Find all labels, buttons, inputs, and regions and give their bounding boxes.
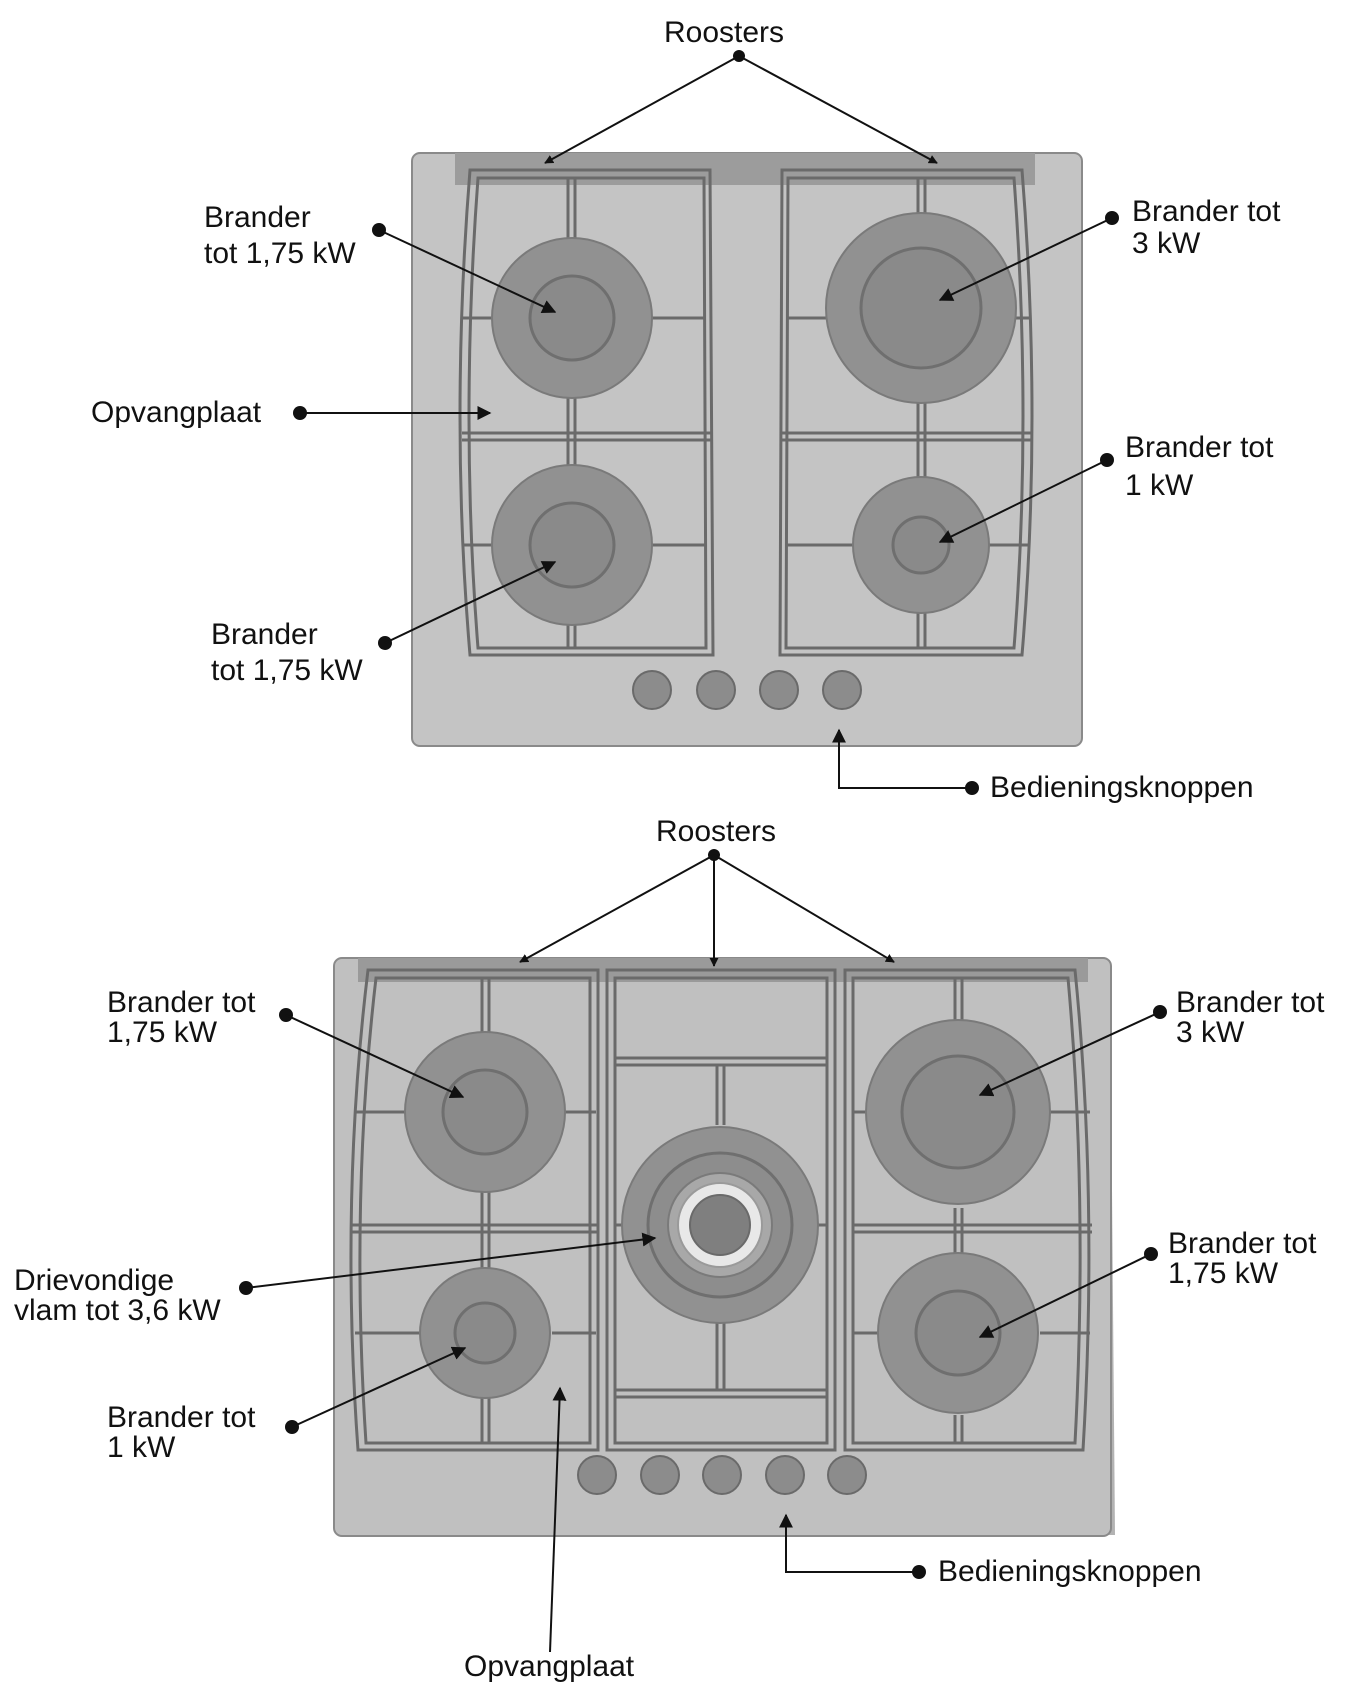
label-line: Brander tot: [1125, 433, 1273, 463]
knob[interactable]: [823, 671, 861, 709]
hob-4-burner: [293, 50, 1119, 795]
knob[interactable]: [703, 1456, 741, 1494]
label-line: 1,75 kW: [107, 1018, 255, 1048]
label-line: Brander: [204, 203, 356, 233]
knob[interactable]: [697, 671, 735, 709]
label-line: 3 kW: [1176, 1018, 1324, 1048]
label-line: 1,75 kW: [1168, 1259, 1316, 1289]
label-line: Brander: [211, 620, 363, 650]
hob-4-label-burner-bottom-left: Brander tot 1,75 kW: [211, 620, 363, 686]
hob-5-label-burner-bottom-right: Brander tot 1,75 kW: [1168, 1229, 1316, 1289]
hob-5-burner-bottom-right: [878, 1253, 1038, 1413]
label-line: Brander tot: [1132, 197, 1280, 227]
label-line: 3 kW: [1132, 229, 1280, 259]
hob-4-label-drip-tray: Opvangplaat: [91, 398, 261, 428]
hob-5-label-control-knobs: Bedieningsknoppen: [938, 1557, 1202, 1587]
hob-4-burner-top-right: [826, 213, 1016, 403]
label-line: Brander tot: [107, 1403, 255, 1433]
hob-5-label-burner-top-left: Brander tot 1,75 kW: [107, 988, 255, 1048]
hob-5-label-grates: Roosters: [656, 817, 776, 847]
label-line: 1 kW: [1125, 471, 1273, 501]
hob-5-burner-top-left: [405, 1032, 565, 1192]
label-line: Brander tot: [1168, 1229, 1316, 1259]
hob-5-burner: [239, 849, 1167, 1652]
label-line: vlam tot 3,6 kW: [14, 1296, 221, 1326]
label-line: Brander tot: [1176, 988, 1324, 1018]
hob-4-burner-bottom-left: [492, 465, 652, 625]
knob[interactable]: [760, 671, 798, 709]
hob-4-burner-bottom-right: [853, 477, 989, 613]
label-line: tot 1,75 kW: [211, 656, 363, 686]
hob-4-label-burner-top-left: Brander tot 1,75 kW: [204, 203, 356, 269]
knob[interactable]: [766, 1456, 804, 1494]
hob-5-label-burner-top-right: Brander tot 3 kW: [1176, 988, 1324, 1048]
knob[interactable]: [633, 671, 671, 709]
hob-5-burner-bottom-left: [420, 1268, 550, 1398]
hob-5-label-triple-flame: Drievondige vlam tot 3,6 kW: [14, 1266, 221, 1326]
hob-4-label-burner-bottom-right: Brander tot 1 kW: [1125, 433, 1273, 501]
label-line: 1 kW: [107, 1433, 255, 1463]
hob-4-label-burner-top-right: Brander tot 3 kW: [1132, 197, 1280, 259]
hob-4-label-control-knobs: Bedieningsknoppen: [990, 773, 1254, 803]
hob-5-label-burner-bottom-left: Brander tot 1 kW: [107, 1403, 255, 1463]
label-line: tot 1,75 kW: [204, 239, 356, 269]
knob[interactable]: [578, 1456, 616, 1494]
label-line: Brander tot: [107, 988, 255, 1018]
hob-5-burner-top-right: [866, 1020, 1050, 1204]
hob-4-burner-top-left: [492, 238, 652, 398]
knob[interactable]: [828, 1456, 866, 1494]
knob[interactable]: [641, 1456, 679, 1494]
hob-5-triple-flame-burner: [622, 1127, 818, 1323]
hob-5-label-drip-tray: Opvangplaat: [464, 1652, 634, 1682]
label-line: Drievondige: [14, 1266, 221, 1296]
hob-4-label-grates: Roosters: [664, 18, 784, 48]
